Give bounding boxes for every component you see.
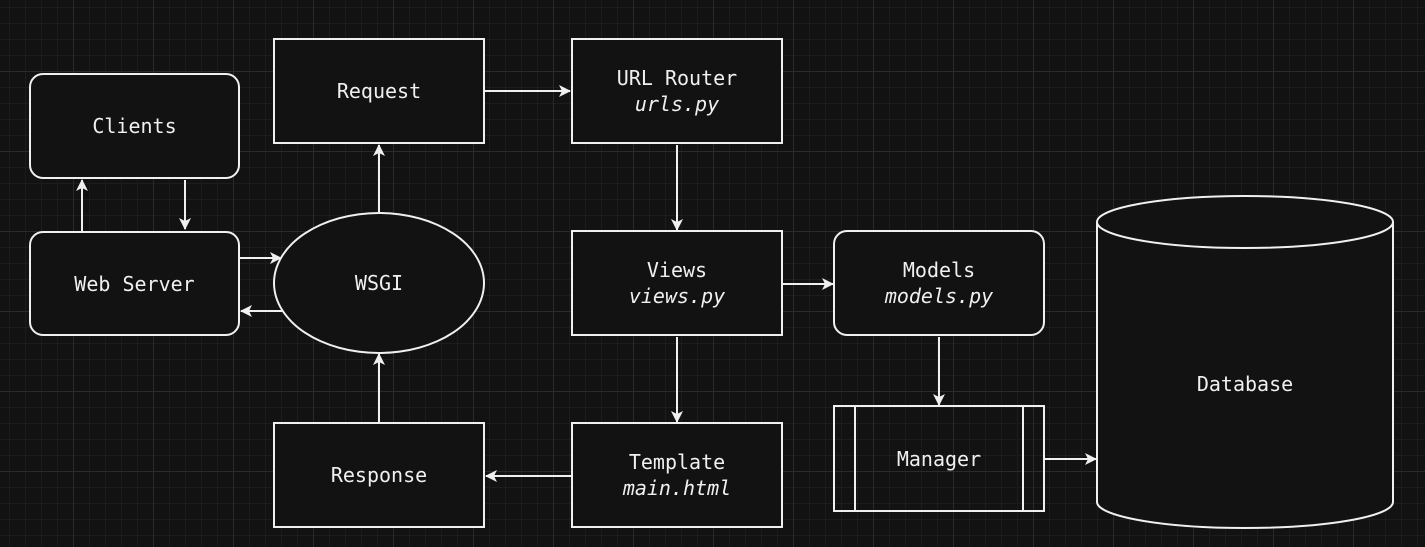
- models-label: Models: [902, 258, 976, 282]
- views-node[interactable]: Views views.py: [571, 230, 783, 336]
- models-file: models.py: [884, 284, 994, 308]
- wsgi-label: WSGI: [354, 271, 404, 295]
- response-label: Response: [330, 463, 428, 487]
- wsgi-node[interactable]: WSGI: [273, 212, 485, 354]
- database-label[interactable]: Database: [1196, 372, 1294, 396]
- manager-label: Manager: [896, 446, 982, 471]
- template-label: Template: [628, 450, 726, 474]
- clients-node[interactable]: Clients: [29, 73, 240, 179]
- request-node[interactable]: Request: [273, 38, 485, 144]
- url-router-file: urls.py: [634, 92, 720, 116]
- response-node[interactable]: Response: [273, 422, 485, 528]
- manager-node[interactable]: Manager: [833, 405, 1045, 512]
- template-file: main.html: [622, 476, 732, 500]
- web-server-node[interactable]: Web Server: [29, 231, 240, 336]
- clients-label: Clients: [92, 114, 177, 138]
- request-label: Request: [336, 79, 422, 103]
- url-router-label: URL Router: [616, 66, 738, 90]
- models-node[interactable]: Models models.py: [833, 230, 1045, 336]
- template-node[interactable]: Template main.html: [571, 422, 783, 528]
- url-router-node[interactable]: URL Router urls.py: [571, 38, 783, 144]
- database-cylinder: [1096, 195, 1394, 529]
- views-file: views.py: [628, 284, 726, 308]
- views-label: Views: [646, 258, 708, 282]
- web-server-label: Web Server: [74, 271, 195, 296]
